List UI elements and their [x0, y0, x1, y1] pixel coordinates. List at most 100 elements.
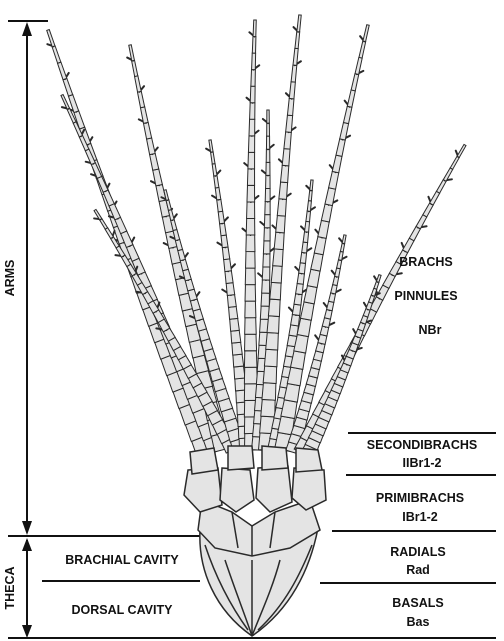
brachial-ossicle	[223, 258, 233, 273]
brachial-ossicle	[290, 64, 298, 83]
brachial-ossicle	[280, 399, 298, 420]
brachial-ossicle	[264, 187, 271, 203]
brachial-ossicle	[260, 292, 270, 307]
brachial-ossicle	[136, 90, 146, 109]
brachial-ossicle	[128, 44, 136, 62]
brachial-ossicle	[325, 300, 335, 312]
brachial-ossicle	[245, 251, 256, 269]
label-radials-abbr: Rad	[406, 563, 430, 577]
brachial-ossicle	[251, 35, 257, 54]
scale-label-arms: ARMS	[3, 260, 17, 297]
brachial-ossicle	[288, 81, 296, 100]
brachial-ossicle	[298, 262, 307, 275]
brachial-ossicle	[328, 292, 337, 303]
brachial-ossicle	[294, 282, 304, 296]
brachial-ossicle	[247, 151, 256, 170]
brachial-ossicle	[422, 202, 434, 218]
arm-label-pinnules: PINNULES	[394, 289, 457, 303]
brachial-ossicle	[142, 121, 153, 140]
label-dorsal-cavity: DORSAL CAVITY	[72, 603, 174, 617]
brachial-ossicle	[305, 210, 312, 223]
brachial-ossicle	[263, 227, 271, 242]
brachial-ossicle	[251, 52, 257, 71]
brachial-ossicle	[249, 85, 256, 104]
brachial-ossicle	[296, 272, 305, 285]
brachial-ossicle	[265, 174, 271, 189]
arm-label-brachs: BRACHS	[399, 255, 452, 269]
brachial-ossicle	[246, 184, 256, 203]
calyx	[183, 445, 327, 637]
brachial-ossicle	[245, 217, 256, 236]
brachial-ossicle	[428, 190, 441, 206]
brachial-ossicle	[266, 109, 270, 124]
brachial-ossicle	[279, 164, 290, 184]
label-primibrachs: PRIMIBRACHS	[376, 491, 464, 505]
brachial-ossicle	[252, 19, 257, 38]
brachial-ossicle	[225, 282, 236, 296]
brachial-ossicle	[449, 155, 461, 170]
label-secondibrachs: SECONDIBRACHS	[367, 438, 477, 452]
brachial-ossicle	[339, 242, 346, 253]
brachial-ossicle	[296, 14, 302, 33]
brachial-ossicle	[244, 284, 257, 302]
brachial-ossicle	[247, 135, 256, 153]
brachial-ossicle	[263, 214, 271, 229]
brachial-ossicle	[250, 69, 256, 87]
brachial-ossicle	[336, 259, 343, 270]
brachial-ossicle	[306, 268, 321, 289]
brachial-ossicle	[267, 298, 281, 318]
brachial-ossicle	[283, 131, 292, 150]
brachial-ossicle	[306, 200, 312, 212]
label-brachial-cavity: BRACHIAL CAVITY	[65, 553, 179, 567]
brachial-ossicle	[228, 305, 239, 320]
brachial-ossicle	[270, 265, 283, 284]
brachial-ossicle	[93, 208, 103, 221]
secondibrach-plates	[189, 447, 219, 475]
label-radials: RADIALS	[390, 545, 446, 559]
brachial-ossicle	[62, 77, 74, 97]
brachial-ossicle	[219, 222, 227, 237]
brachial-ossicle	[60, 93, 71, 110]
brachial-ossicle	[301, 241, 309, 254]
scale-label-theca: THECA	[3, 566, 17, 609]
brachial-ossicle	[211, 163, 218, 177]
brachial-ossicle	[362, 24, 370, 43]
brachial-ossicle	[231, 341, 243, 356]
brachial-ossicle	[230, 329, 242, 344]
brachial-ossicle	[317, 219, 330, 239]
brachial-ossicle	[307, 189, 313, 202]
brachial-ossicle	[266, 315, 280, 334]
brachial-ossicle	[303, 220, 311, 233]
brachial-ossicle	[246, 168, 256, 186]
brachial-ossicle	[299, 301, 315, 321]
label-primibrachs-abbr: IBr1-2	[402, 510, 437, 524]
scale-bar	[8, 20, 496, 639]
brachial-ossicle	[249, 102, 256, 120]
brachial-ossicle	[51, 45, 62, 64]
brachial-ossicle	[224, 270, 234, 285]
brachial-ossicle	[149, 152, 160, 171]
brachial-ossicle	[265, 148, 271, 163]
plate-boundary-lines	[320, 432, 496, 584]
brachial-ossicle	[263, 348, 278, 368]
brachial-ossicle	[262, 253, 271, 268]
brachial-ossicle	[273, 231, 285, 251]
brachial-ossicle	[456, 143, 467, 159]
brachial-ossicle	[330, 284, 338, 295]
brachial-ossicle	[272, 248, 284, 267]
brachial-ossicle	[276, 198, 287, 217]
brachial-ossicle	[265, 161, 271, 176]
brachial-ossicle	[229, 317, 240, 332]
brachial-ossicle	[163, 189, 170, 201]
brachial-ossicle	[341, 234, 347, 245]
brachial-ossicle	[244, 317, 257, 335]
brachial-ossicle	[243, 366, 258, 385]
brachial-ossicle	[214, 186, 222, 201]
brachial-ossicle	[320, 203, 333, 223]
brachial-ossicle	[334, 267, 341, 278]
brachial-ossicle	[313, 236, 327, 256]
brachial-ossicle	[358, 40, 367, 59]
brachial-ossicle	[233, 365, 246, 380]
brachial-ossicle	[248, 118, 256, 137]
